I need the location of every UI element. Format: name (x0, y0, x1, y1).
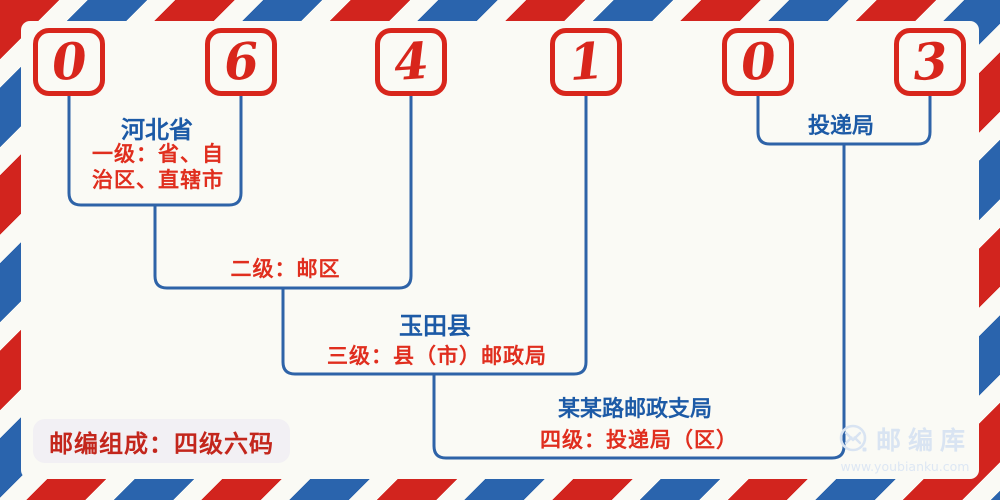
composition-badge-text: 邮编组成：四级六码 (49, 428, 274, 458)
level2-description: 二级：邮区 (230, 257, 341, 281)
postal-digit-2: 6 (221, 30, 261, 93)
composition-badge: 邮编组成：四级六码 (33, 419, 290, 463)
digit-box-5: 0 (722, 28, 794, 96)
digit-box-6: 3 (894, 28, 966, 96)
county-name: 玉田县 (399, 311, 471, 340)
postal-digit-5: 0 (738, 30, 778, 93)
level3-description: 三级：县（市）邮政局 (327, 344, 547, 368)
digit-box-1: 0 (33, 28, 105, 96)
brand-name: 邮编库 (876, 426, 973, 455)
level1-description: 一级：省、自治区、直辖市 (92, 142, 224, 192)
delivery-bureau-name: 投递局 (807, 113, 874, 139)
province-name: 河北省 (121, 115, 193, 144)
brand-url: www.youbianku.com (840, 459, 970, 474)
digit-box-3: 4 (375, 28, 447, 96)
postal-digit-3: 4 (391, 30, 431, 93)
branch-name: 某某路邮政支局 (557, 396, 712, 422)
digit-box-2: 6 (205, 28, 277, 96)
postal-digit-6: 3 (910, 30, 950, 93)
brand-logo: 邮编库 www.youbianku.com (839, 421, 973, 474)
envelope-panel (21, 21, 979, 479)
level4-description: 四级：投递局（区） (540, 428, 738, 452)
postal-digit-1: 0 (49, 30, 89, 93)
digit-box-4: 1 (550, 28, 622, 96)
bracket-level4 (432, 142, 846, 460)
postal-digit-4: 1 (566, 30, 606, 93)
bracket-delivery (756, 94, 932, 146)
envelope-circle-icon (839, 424, 867, 452)
